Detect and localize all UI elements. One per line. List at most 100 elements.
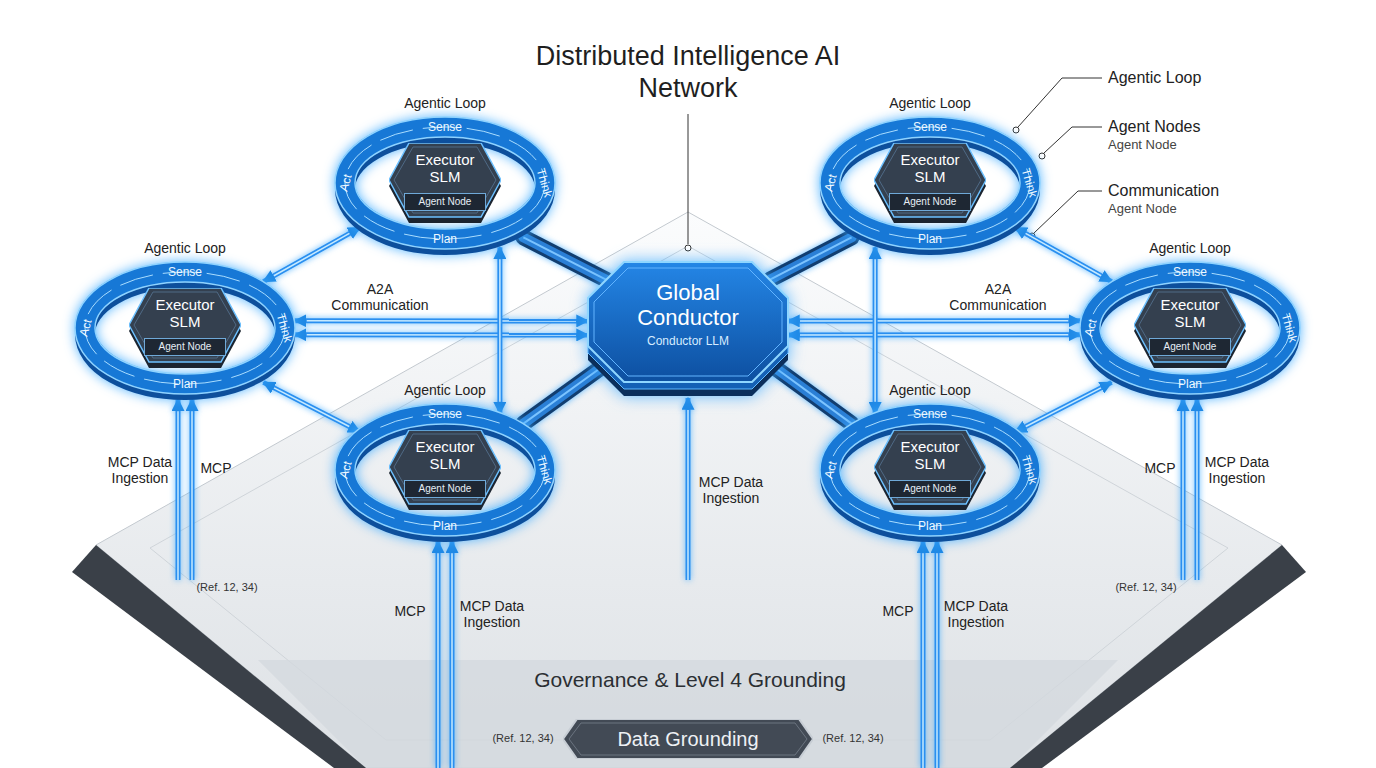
arrow-highlight bbox=[1196, 411, 1198, 580]
hexagon-face bbox=[874, 143, 986, 217]
grounding-box: Data Grounding bbox=[563, 719, 813, 759]
callout-dot bbox=[1039, 153, 1045, 159]
agent-node-label: Agent Node bbox=[890, 194, 970, 210]
loop-arrows bbox=[830, 127, 1030, 239]
hexagon-inner bbox=[879, 147, 981, 213]
title-leader bbox=[688, 114, 689, 244]
executor-label: Executor SLM bbox=[145, 296, 225, 330]
connector-arrow bbox=[1015, 382, 1111, 432]
reference-note: (Ref. 12, 34) bbox=[822, 731, 883, 745]
conductor-subtitle: Conductor LLM bbox=[598, 334, 778, 348]
connector-arrow bbox=[295, 334, 588, 335]
loop-stage: Plan bbox=[918, 520, 942, 533]
reference-note: (Ref. 12, 34) bbox=[492, 731, 553, 745]
arrow-highlight bbox=[874, 259, 876, 402]
arrow-line bbox=[788, 318, 1080, 323]
loop-heading: Agentic Loop bbox=[404, 95, 486, 111]
agentic-loop-ring: Agentic LoopSenseThinkPlanActExecutor SL… bbox=[818, 117, 1042, 257]
connector-arrow bbox=[1183, 399, 1184, 580]
connector-arrow bbox=[875, 247, 876, 414]
hexagon-inner bbox=[879, 434, 981, 500]
agent-node-label: Agent Node bbox=[890, 481, 970, 497]
ring-rim bbox=[335, 117, 555, 249]
ring-band bbox=[1090, 272, 1290, 384]
hexagon-inner bbox=[134, 292, 236, 358]
executor-label: Executor SLM bbox=[890, 151, 970, 185]
loop-stage: Sense bbox=[913, 408, 947, 421]
edge-label: MCP Data Ingestion bbox=[693, 474, 769, 506]
arrow-highlight bbox=[1026, 233, 1102, 275]
loop-heading: Agentic Loop bbox=[404, 382, 486, 398]
edge-label: MCP bbox=[878, 603, 918, 619]
arrow-line bbox=[295, 318, 588, 323]
arrow-highlight bbox=[1026, 388, 1101, 427]
agent-node-box: Agent Node bbox=[404, 193, 486, 211]
edge-label: MCP bbox=[1140, 460, 1180, 476]
arrow-line bbox=[873, 247, 878, 414]
executor-hexagon: Executor SLMAgent Node bbox=[389, 430, 501, 510]
edge-label: A2A Communication bbox=[942, 281, 1054, 313]
executor-label: Executor SLM bbox=[890, 438, 970, 472]
bar-shadow bbox=[523, 364, 606, 424]
conductor-title: Global Conductor bbox=[608, 280, 768, 330]
arrow-highlight bbox=[1182, 411, 1184, 580]
title-leader-dot bbox=[685, 245, 691, 251]
bar-highlight bbox=[770, 364, 852, 424]
loop-heading: Agentic Loop bbox=[1149, 240, 1231, 256]
callout-text: Communication bbox=[1108, 181, 1219, 200]
loop-stage: Plan bbox=[433, 520, 457, 533]
agent-node-label: Agent Node bbox=[1150, 339, 1230, 355]
arrow-highlight bbox=[922, 553, 924, 768]
ring-rim bbox=[820, 117, 1040, 249]
connector-arrow bbox=[499, 247, 500, 414]
connector-arrow bbox=[263, 228, 359, 282]
edge-label: MCP Data Ingestion bbox=[938, 598, 1014, 630]
agentic-loop-ring: Agentic LoopSenseThinkPlanActExecutor SL… bbox=[818, 404, 1042, 544]
ring-rim bbox=[355, 424, 535, 516]
arrow-line bbox=[1195, 399, 1200, 580]
connector-arrow bbox=[937, 541, 938, 768]
edge-label: MCP Data Ingestion bbox=[102, 454, 178, 486]
arrow-highlight bbox=[451, 553, 453, 768]
agent-node-label: Agent Node bbox=[405, 481, 485, 497]
ring-rim bbox=[1080, 262, 1300, 394]
reference-note: (Ref. 12, 34) bbox=[1115, 580, 1176, 594]
loop-stage: Plan bbox=[1178, 378, 1202, 391]
loop-stage: Sense bbox=[168, 266, 202, 279]
loop-heading: Agentic Loop bbox=[889, 382, 971, 398]
arrow-highlight bbox=[936, 553, 938, 768]
bar-body bbox=[770, 364, 852, 424]
loop-arrows bbox=[1090, 272, 1290, 384]
grounding-label: Data Grounding bbox=[563, 719, 813, 759]
callout-leader bbox=[1044, 127, 1102, 153]
arrow-highlight bbox=[191, 411, 193, 580]
arrow-line bbox=[497, 247, 502, 414]
ring-rim bbox=[75, 262, 295, 394]
loop-arrows bbox=[345, 127, 545, 239]
bar-shadow bbox=[770, 364, 852, 424]
platform-front-band bbox=[258, 660, 1118, 768]
hexagon-inner bbox=[394, 434, 496, 500]
loop-arrows bbox=[345, 414, 545, 526]
callout-leader bbox=[1034, 191, 1102, 233]
ring-rim bbox=[335, 404, 555, 536]
callout-text: Agent Nodes bbox=[1108, 117, 1201, 136]
loop-arrows bbox=[85, 272, 285, 384]
connector-bar bbox=[523, 364, 606, 424]
connector-arrow bbox=[438, 541, 439, 768]
edge-label: MCP bbox=[390, 603, 430, 619]
callout-leader bbox=[1018, 78, 1102, 127]
loop-stage: Sense bbox=[428, 408, 462, 421]
bar-highlight bbox=[770, 237, 852, 279]
connector-arrow bbox=[192, 399, 193, 580]
platform-band: Governance & Level 4 GroundingData Groun… bbox=[80, 580, 1300, 768]
bar-shadow bbox=[523, 237, 606, 279]
hexagon-inner bbox=[1139, 292, 1241, 358]
executor-hexagon: Executor SLMAgent Node bbox=[129, 288, 241, 368]
arrow-line bbox=[436, 541, 441, 768]
loop-heading: Agentic Loop bbox=[144, 240, 226, 256]
ring-rim bbox=[840, 137, 1020, 229]
edge-label: MCP bbox=[196, 460, 236, 476]
arrow-line bbox=[1181, 399, 1186, 580]
arrow-highlight bbox=[499, 259, 501, 402]
